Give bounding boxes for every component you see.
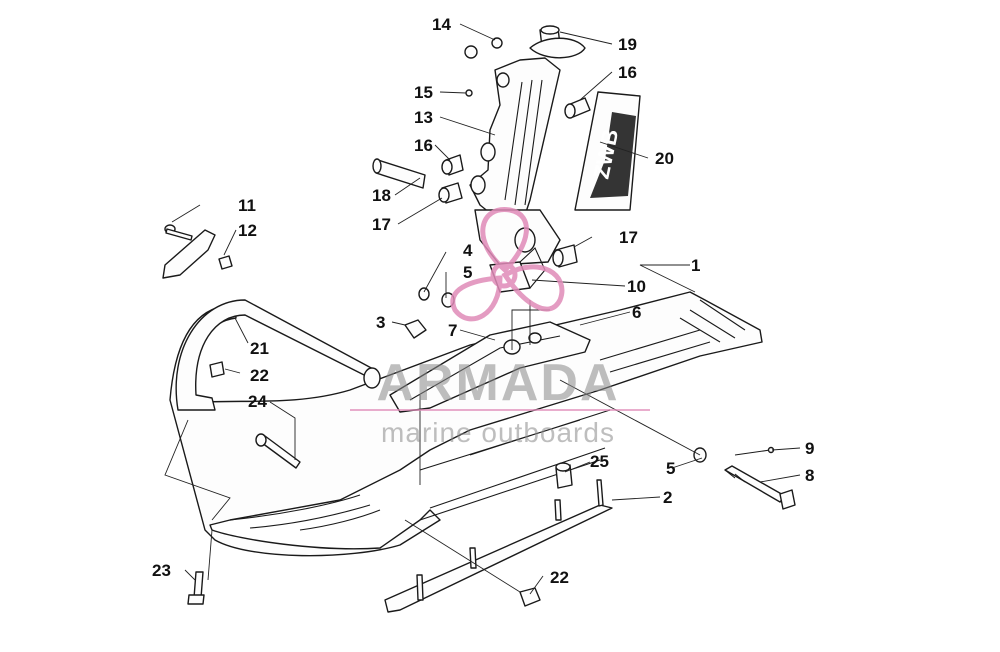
ski	[169, 291, 763, 557]
callout-2: 2	[663, 488, 672, 507]
hardware	[209, 37, 707, 607]
bushing-lower	[438, 182, 463, 204]
callout-25: 25	[590, 452, 609, 471]
bolt-8	[724, 465, 796, 510]
callout-1: 1	[691, 256, 700, 275]
callout-17b: 17	[372, 215, 391, 234]
watermark-title: ARMADA	[376, 354, 619, 412]
callout-12: 12	[238, 221, 257, 240]
callout-21: 21	[250, 339, 269, 358]
decal: ZWB	[574, 91, 641, 211]
callout-23: 23	[152, 561, 171, 580]
callout-15: 15	[414, 83, 433, 102]
callout-11: 11	[238, 196, 256, 215]
callout-16a: 16	[618, 63, 637, 82]
callout-22b: 22	[550, 568, 569, 587]
bushing-upper	[564, 97, 591, 119]
callout-4: 4	[463, 241, 473, 260]
callout-17a: 17	[619, 228, 638, 247]
sleeve-18	[372, 158, 426, 189]
wear-bar	[384, 479, 613, 613]
callout-20: 20	[655, 149, 674, 168]
callout-8: 8	[805, 466, 814, 485]
callout-24: 24	[248, 392, 267, 411]
pin-9	[734, 446, 775, 456]
callout-6: 6	[632, 303, 641, 322]
tip-bracket	[162, 224, 233, 279]
callout-10: 10	[627, 277, 646, 296]
callout-5b: 5	[666, 459, 675, 478]
bushing-mid	[441, 154, 464, 176]
callout-16b: 16	[414, 136, 433, 155]
callout-7: 7	[448, 321, 457, 340]
callout-5a: 5	[463, 263, 472, 282]
callout-22a: 22	[250, 366, 269, 385]
callout-13: 13	[414, 108, 433, 127]
callouts: 1 2 3 4 5 5 6 7 8 9 10 11 12 13 14 15 16…	[152, 15, 814, 587]
bolt-23	[187, 571, 205, 605]
cap-19	[529, 25, 586, 59]
callout-14: 14	[432, 15, 451, 34]
watermark: ARMADA marine outboards	[350, 207, 650, 448]
ski-loop	[175, 299, 381, 411]
callout-3: 3	[376, 313, 385, 332]
watermark-subtitle: marine outboards	[381, 417, 615, 448]
bushing-right	[552, 244, 578, 268]
callout-18: 18	[372, 186, 391, 205]
callout-19: 19	[618, 35, 637, 54]
bolt-24	[255, 433, 301, 469]
watermark-propeller-logo	[450, 207, 565, 322]
leader-lines	[164, 23, 801, 595]
callout-9: 9	[805, 439, 814, 458]
